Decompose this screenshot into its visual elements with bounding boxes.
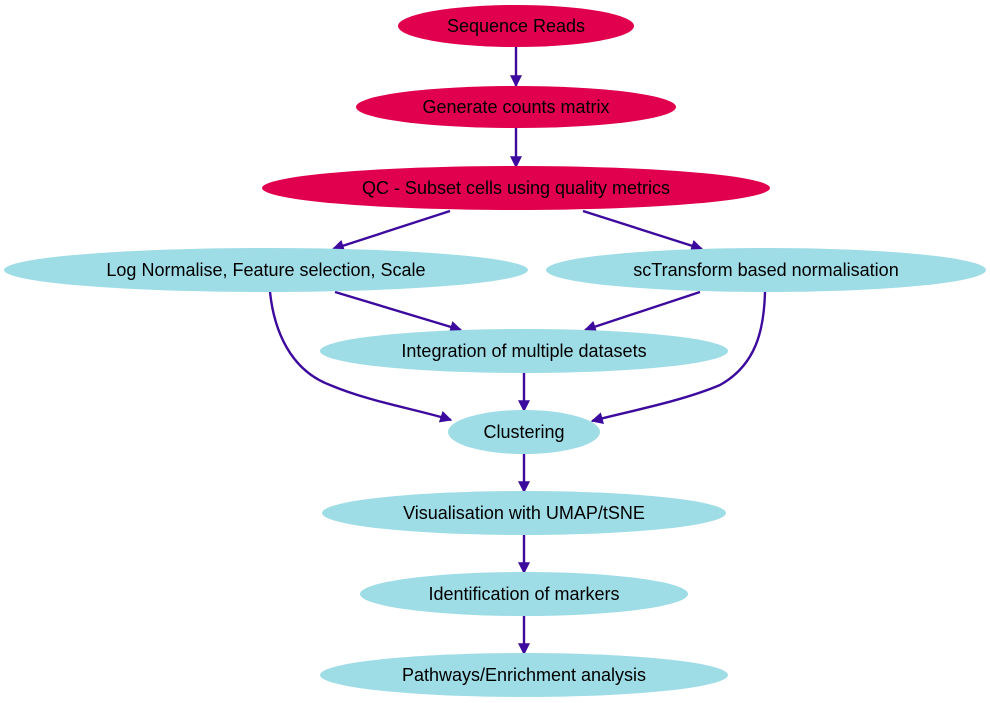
node-visualisation: Visualisation with UMAP/tSNE	[322, 491, 726, 535]
node-integration-label: Integration of multiple datasets	[401, 341, 646, 361]
node-sctransform: scTransform based normalisation	[546, 248, 986, 292]
node-visualisation-shape	[322, 491, 726, 535]
node-integration: Integration of multiple datasets	[320, 329, 728, 373]
node-log-normalise-shape	[4, 248, 528, 292]
node-qc-shape	[262, 166, 770, 210]
node-markers: Identification of markers	[360, 572, 688, 616]
edges	[268, 46, 767, 656]
node-markers-shape	[360, 572, 688, 616]
node-visualisation-label: Visualisation with UMAP/tSNE	[403, 503, 645, 523]
node-clustering-label: Clustering	[483, 422, 564, 442]
edge-qc-to-sctransform	[582, 209, 704, 252]
node-pathways: Pathways/Enrichment analysis	[320, 653, 728, 697]
node-pathways-label: Pathways/Enrichment analysis	[402, 665, 646, 685]
node-sctransform-shape	[546, 248, 986, 292]
node-pathways-shape	[320, 653, 728, 697]
node-qc-label: QC - Subset cells using quality metrics	[362, 178, 670, 198]
node-log-normalise-label: Log Normalise, Feature selection, Scale	[106, 260, 425, 280]
edge-log-normalise-to-clustering	[268, 291, 453, 423]
node-qc: QC - Subset cells using quality metrics	[262, 166, 770, 210]
edge-log-normalise-to-integration	[334, 290, 463, 333]
node-counts-matrix-label: Generate counts matrix	[422, 97, 609, 117]
node-sctransform-label: scTransform based normalisation	[633, 260, 898, 280]
node-log-normalise: Log Normalise, Feature selection, Scale	[4, 248, 528, 292]
edge-sctransform-to-integration	[583, 290, 701, 333]
node-clustering: Clustering	[448, 410, 600, 454]
node-counts-matrix-shape	[356, 86, 676, 128]
node-clustering-shape	[448, 410, 600, 454]
node-counts-matrix: Generate counts matrix	[356, 86, 676, 128]
edge-qc-to-log-normalise	[331, 209, 451, 252]
node-sequence-reads: Sequence Reads	[398, 5, 634, 47]
node-integration-shape	[320, 329, 728, 373]
node-sequence-reads-label: Sequence Reads	[447, 16, 585, 36]
edge-sctransform-to-clustering	[590, 291, 767, 424]
node-markers-label: Identification of markers	[428, 584, 619, 604]
node-sequence-reads-shape	[398, 5, 634, 47]
